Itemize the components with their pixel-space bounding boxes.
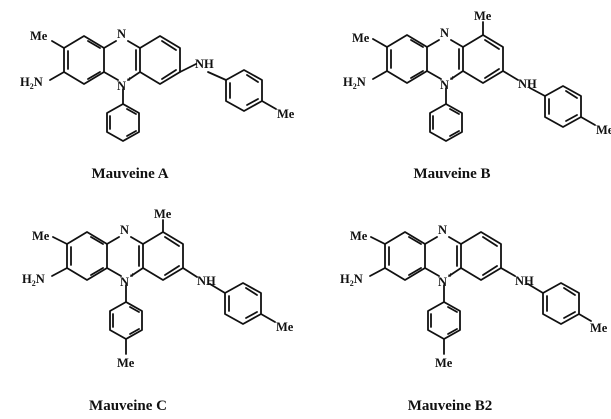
- mauveine-b-methyl-left: Me: [352, 31, 370, 45]
- mauveine-c-phenyl-methyl: Me: [117, 356, 135, 370]
- mauveine-c-tolyl-methyl: Me: [276, 320, 294, 334]
- mauveine-b2-bonds: [369, 231, 592, 355]
- mauveine-b-bonds: [372, 21, 596, 142]
- mauveine-b2-n-ring: N: [438, 275, 447, 289]
- mauveine-b2-labels: N N + Me H2N NH Me Me: [340, 223, 608, 370]
- mauveine-b2-charge: +: [448, 271, 453, 280]
- mauveine-c-charge: +: [130, 271, 135, 280]
- mauveine-a-caption: Mauveine A: [91, 166, 168, 182]
- mauveine-a-methyl-left: Me: [30, 29, 48, 43]
- mauveine-c-methyl-left: Me: [32, 229, 50, 243]
- mauveine-b2-methyl-left: Me: [350, 229, 368, 243]
- mauveine-b-amino: H2N: [343, 75, 366, 91]
- mauveine-b2-phenyl-methyl: Me: [435, 356, 453, 370]
- mauveine-c-n-top: N: [120, 223, 129, 237]
- mauveine-b2-n-top: N: [438, 223, 447, 237]
- mauveine-b-tolyl-methyl: Me: [596, 123, 611, 137]
- mauveine-c-labels: N N + Me Me H2N NH Me Me: [22, 207, 294, 370]
- mauveine-a-nh: NH: [195, 57, 214, 71]
- mauveine-c-amino: H2N: [22, 272, 45, 288]
- mauveine-b2-amino: H2N: [340, 272, 363, 288]
- mauveine-b2-caption: Mauveine B2: [408, 398, 493, 414]
- mauveine-c-caption: Mauveine C: [89, 398, 167, 414]
- mauveine-b2-tolyl-methyl: Me: [590, 321, 608, 335]
- mauveine-b-caption: Mauveine B: [413, 166, 490, 182]
- mauveine-a-tolyl-methyl: Me: [277, 107, 295, 121]
- mauveine-b-nh: NH: [518, 77, 537, 91]
- mauveine-a-labels: N N + Me H2N NH Me: [20, 27, 295, 121]
- mauveine-b2-structure: N N + Me H2N NH Me Me Mauveine B2: [340, 223, 608, 414]
- mauveine-a-amino: H2N: [20, 75, 43, 91]
- mauveine-c-methyl-ring: Me: [154, 207, 172, 221]
- mauveine-c-structure: N N + Me Me H2N NH Me Me Mauveine C: [22, 207, 294, 414]
- mauveine-b-structure: N N + Me Me H2N NH Me Mauveine B: [343, 9, 611, 182]
- mauveine-b2-nh: NH: [515, 274, 534, 288]
- mauveine-a-charge: +: [127, 75, 132, 84]
- mauveine-c-n-ring: N: [120, 275, 129, 289]
- mauveine-a-structure: N N + Me H2N NH Me Mauveine A: [20, 27, 295, 182]
- mauveine-a-bonds: [49, 35, 277, 142]
- mauveine-b-n-top: N: [440, 26, 449, 40]
- mauveine-a-n-top: N: [117, 27, 126, 41]
- mauveine-b-labels: N N + Me Me H2N NH Me: [343, 9, 611, 137]
- mauveine-a-n-ring: N: [117, 79, 126, 93]
- mauveine-b-charge: +: [450, 74, 455, 83]
- mauveine-c-nh: NH: [197, 274, 216, 288]
- mauveine-b-methyl-ring: Me: [474, 9, 492, 23]
- mauveine-b-n-ring: N: [440, 78, 449, 92]
- mauveine-c-bonds: [51, 219, 276, 355]
